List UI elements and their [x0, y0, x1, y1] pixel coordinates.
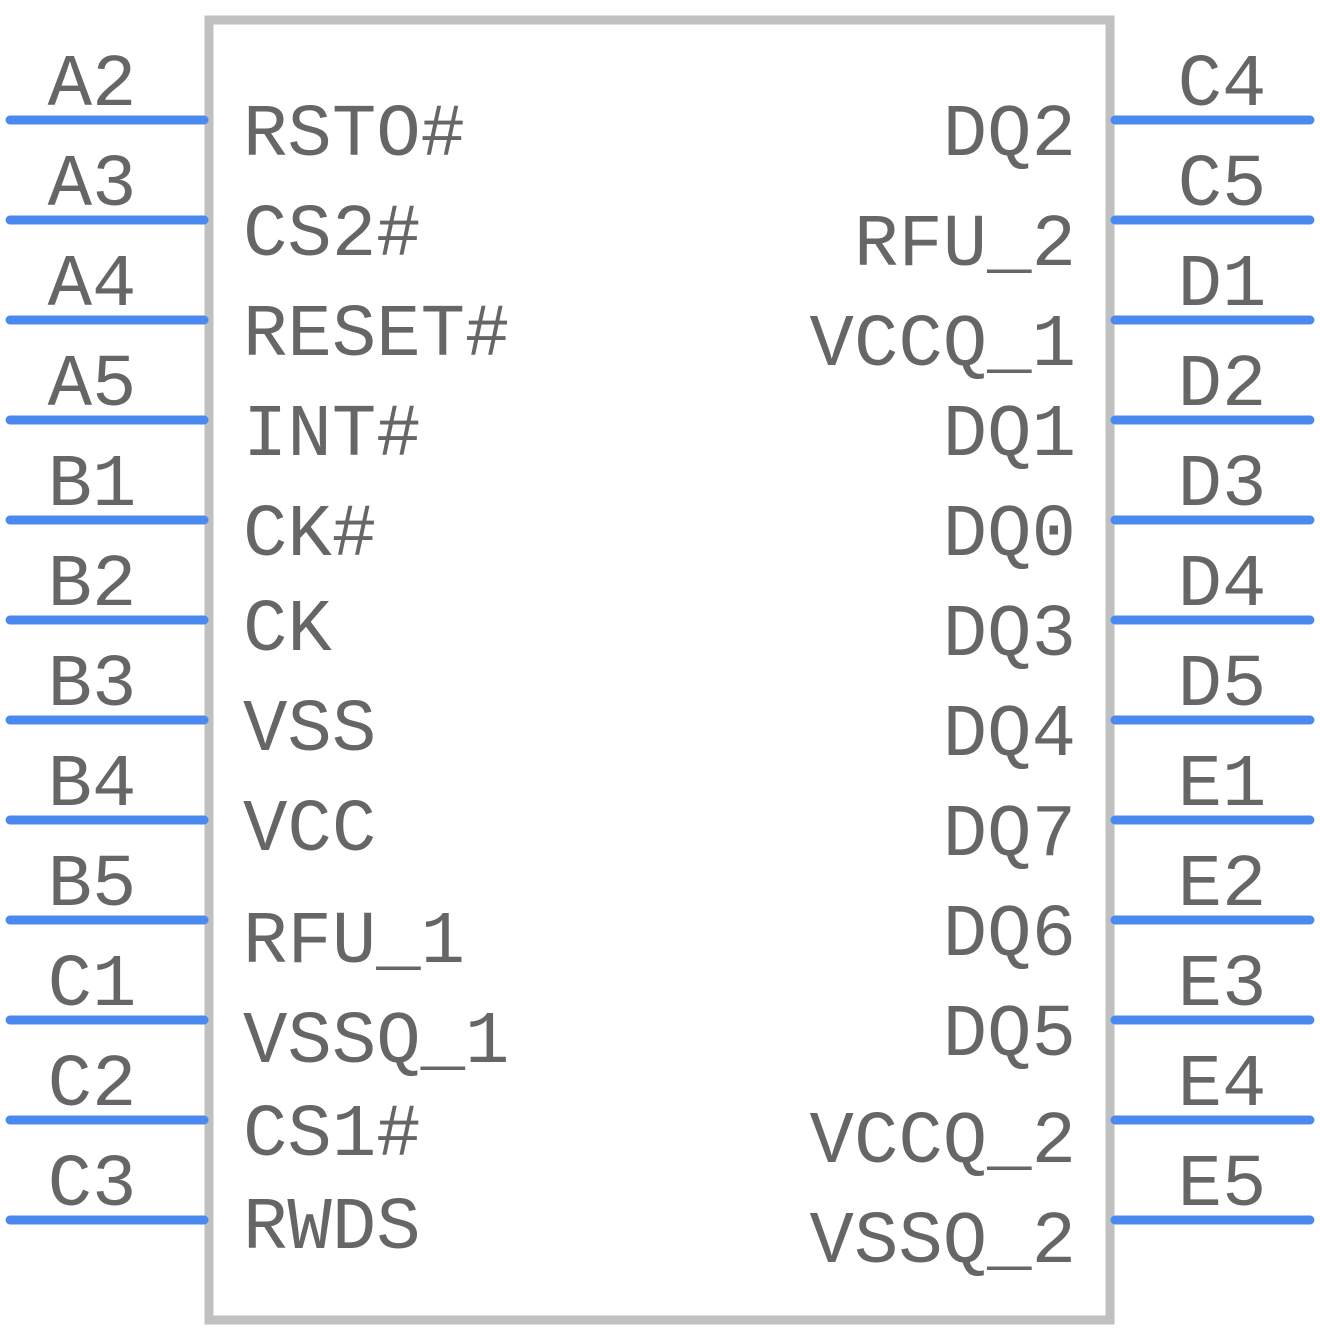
pin-name-label: DQ3 — [943, 594, 1076, 678]
pin-number-label: C5 — [1178, 144, 1267, 228]
pin-number-label: A3 — [48, 144, 137, 228]
pin-number-label: B3 — [48, 644, 137, 728]
pin-number-label: D3 — [1178, 444, 1267, 528]
pin-name-label: VCC — [243, 789, 376, 873]
pin-number-label: B4 — [48, 744, 137, 828]
pin-number-label: E3 — [1178, 944, 1267, 1028]
pin-name-label: VSS — [243, 689, 376, 773]
pin-number-label: B2 — [48, 544, 137, 628]
pin-name-label: INT# — [243, 394, 421, 478]
pin-name-label: DQ2 — [943, 94, 1076, 178]
pin-number-label: B1 — [48, 444, 137, 528]
pin-name-label: CK — [243, 589, 332, 673]
pin-number-label: D1 — [1178, 244, 1267, 328]
pin-name-label: RSTO# — [243, 94, 465, 178]
pin-number-label: E5 — [1178, 1144, 1267, 1228]
pin-name-label: VSSQ_2 — [810, 1201, 1076, 1285]
pin-name-label: RFU_1 — [243, 901, 465, 985]
pin-number-label: A4 — [48, 244, 137, 328]
pin-name-label: RFU_2 — [854, 204, 1076, 288]
pin-name-label: DQ4 — [943, 694, 1076, 778]
pin-number-label: A5 — [48, 344, 137, 428]
pin-number-label: C2 — [48, 1044, 137, 1128]
pin-number-label: E1 — [1178, 744, 1267, 828]
pin-number-label: C4 — [1178, 44, 1267, 128]
pin-number-label: E4 — [1178, 1044, 1267, 1128]
pin-number-label: D2 — [1178, 344, 1267, 428]
pin-name-label: RWDS — [243, 1187, 421, 1271]
pin-number-label: D4 — [1178, 544, 1267, 628]
pin-name-label: VCCQ_2 — [810, 1101, 1076, 1185]
pin-number-label: A2 — [48, 44, 137, 128]
pin-name-label: CK# — [243, 494, 376, 578]
pin-number-label: E2 — [1178, 844, 1267, 928]
pin-name-label: DQ7 — [943, 794, 1076, 878]
pin-name-label: DQ6 — [943, 894, 1076, 978]
pin-name-label: CS2# — [243, 194, 421, 278]
pin-number-label: B5 — [48, 844, 137, 928]
pin-name-label: VSSQ_1 — [243, 1001, 509, 1085]
component-body — [204, 15, 1115, 1325]
pin-name-label: CS1# — [243, 1094, 421, 1178]
pin-number-label: D5 — [1178, 644, 1267, 728]
pin-number-label: C1 — [48, 944, 137, 1028]
pin-name-label: DQ5 — [943, 994, 1076, 1078]
pin-name-label: RESET# — [243, 294, 509, 378]
pin-name-label: DQ1 — [943, 394, 1076, 478]
pin-name-label: VCCQ_1 — [810, 304, 1076, 388]
pin-name-label: DQ0 — [943, 494, 1076, 578]
left-pin-group: A2RSTO#A3CS2#A4RESET#A5INT#B1CK#B2CKB3VS… — [5, 44, 509, 1271]
pin-number-label: C3 — [48, 1144, 137, 1228]
